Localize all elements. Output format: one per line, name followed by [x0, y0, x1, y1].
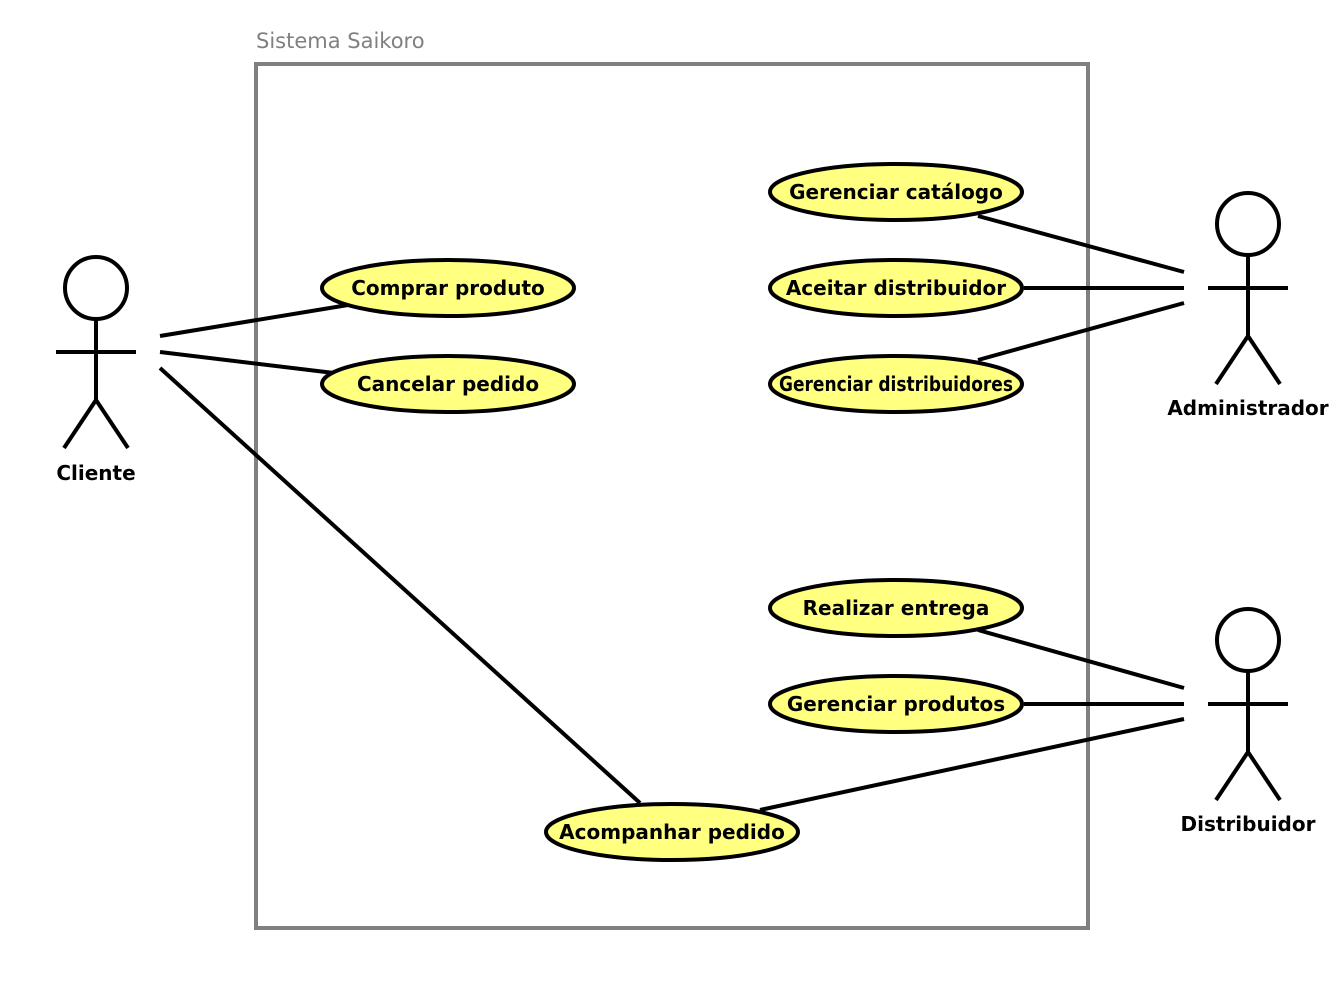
actor-administrador: Administrador — [1167, 191, 1329, 420]
usecase-comprar-produto: Comprar produto — [320, 258, 576, 318]
stick-figure-icon — [1208, 607, 1288, 802]
association-cliente-acompanhar-pedido — [158, 366, 642, 805]
association-distribuidor-acompanhar-pedido — [759, 717, 1185, 812]
usecase-acompanhar-pedido-label: Acompanhar pedido — [559, 820, 785, 844]
stick-figure-icon — [56, 255, 136, 450]
usecase-gerenciar-catalogo-label: Gerenciar catálogo — [789, 180, 1003, 204]
usecase-cancelar-pedido: Cancelar pedido — [320, 354, 576, 414]
association-administrador-gerenciar-distribuidores — [977, 301, 1185, 362]
usecase-comprar-produto-label: Comprar produto — [351, 276, 545, 300]
actor-distribuidor: Distribuidor — [1181, 607, 1316, 836]
usecase-aceitar-distribuidor: Aceitar distribuidor — [768, 258, 1024, 318]
usecase-gerenciar-distribuidores: Gerenciar distribuidores — [768, 354, 1024, 414]
usecase-realizar-entrega-label: Realizar entrega — [803, 596, 990, 620]
usecase-realizar-entrega: Realizar entrega — [768, 578, 1024, 638]
association-distribuidor-realizar-entrega — [977, 628, 1185, 690]
association-administrador-gerenciar-catalogo — [977, 214, 1185, 274]
actor-cliente-label: Cliente — [56, 461, 135, 485]
usecase-gerenciar-produtos: Gerenciar produtos — [768, 674, 1024, 734]
usecase-gerenciar-produtos-label: Gerenciar produtos — [787, 692, 1005, 716]
system-title: Sistema Saikoro — [256, 29, 425, 53]
actor-cliente: Cliente — [56, 255, 136, 485]
usecase-acompanhar-pedido: Acompanhar pedido — [544, 802, 800, 862]
association-cliente-comprar-produto — [159, 303, 349, 338]
usecase-gerenciar-catalogo: Gerenciar catálogo — [768, 162, 1024, 222]
usecase-gerenciar-distribuidores-label: Gerenciar distribuidores — [779, 372, 1013, 396]
stick-figure-icon — [1208, 191, 1288, 386]
usecase-aceitar-distribuidor-label: Aceitar distribuidor — [786, 276, 1006, 300]
usecase-cancelar-pedido-label: Cancelar pedido — [357, 372, 539, 396]
actor-administrador-label: Administrador — [1167, 396, 1328, 420]
actor-distribuidor-label: Distribuidor — [1181, 812, 1316, 836]
association-cliente-cancelar-pedido — [159, 350, 335, 375]
system-boundary — [254, 62, 1090, 930]
